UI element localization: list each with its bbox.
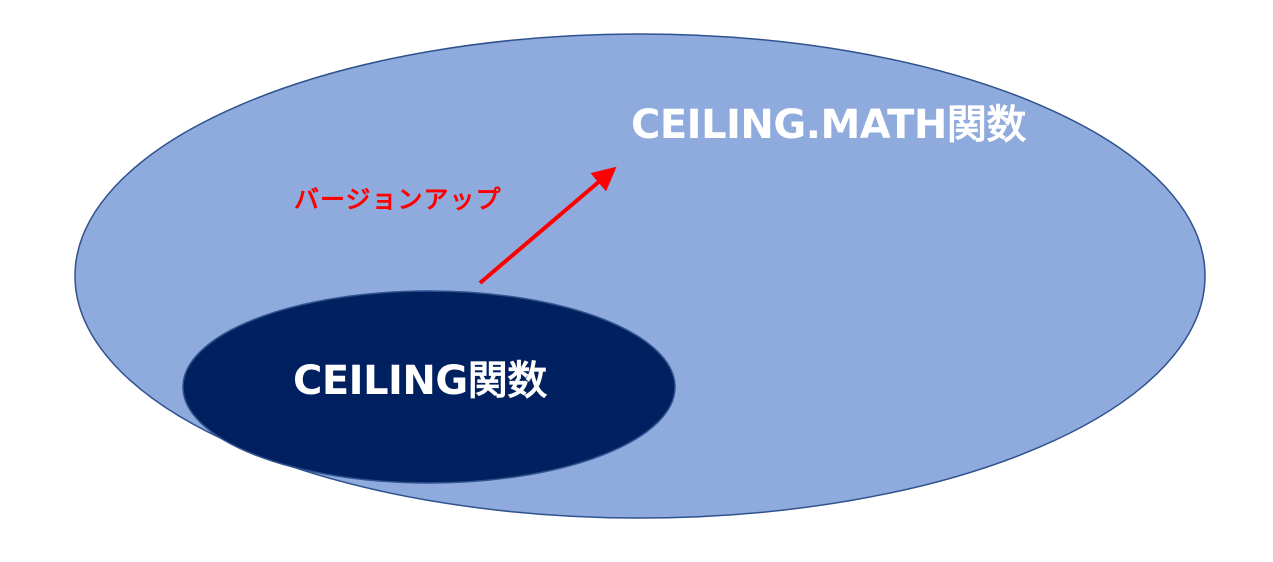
- version-up-arrow: [478, 166, 617, 285]
- outer-set-label: CEILING.MATH関数: [631, 102, 1026, 148]
- inner-set-ellipse: [182, 290, 676, 484]
- inner-set-label: CEILING関数: [293, 358, 547, 404]
- version-up-label: バージョンアップ: [294, 185, 502, 214]
